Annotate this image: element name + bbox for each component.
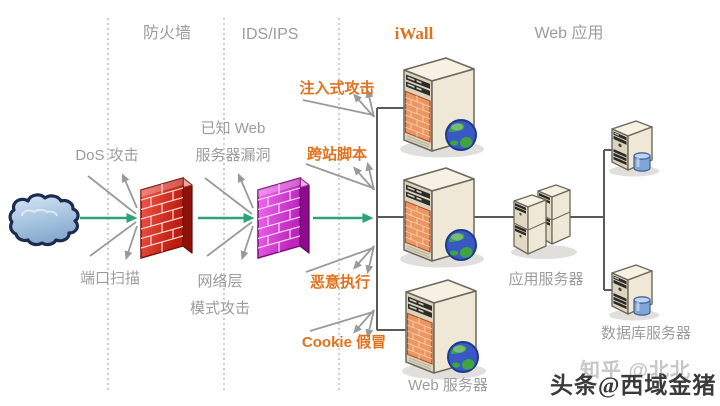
attack-arrows-firewall xyxy=(87,173,138,261)
blocked-attack-arrows xyxy=(87,88,375,339)
label-db-server: 数据库服务器 xyxy=(600,325,691,342)
app-server-icon xyxy=(510,184,578,260)
firewall-icon xyxy=(140,177,193,259)
attack-label-cookie-forgery: Cookie 假冒 xyxy=(301,334,387,351)
attack-label-port-scan: 端口扫描 xyxy=(79,270,140,287)
attack-label-malicious-exec: 恶意执行 xyxy=(309,274,370,291)
ids-ips-icon xyxy=(257,177,310,259)
label-web-server: Web 服务器 xyxy=(408,377,488,394)
zone-dividers xyxy=(107,18,340,392)
cloud-icon xyxy=(8,193,80,247)
web-server-icon-1 xyxy=(399,57,485,159)
attack-label-known-web-vuln-line2: 服务器漏洞 xyxy=(195,147,271,164)
database-server-icon-2 xyxy=(608,264,660,322)
web-server-icon-2 xyxy=(399,167,485,269)
attack-label-known-web-vuln-line1: 已知 Web xyxy=(200,120,266,137)
watermark-toutiao: 头条@西域金猪侠 xyxy=(550,373,717,398)
attack-arrows-iwall xyxy=(302,88,375,339)
attack-label-injection: 注入式攻击 xyxy=(299,80,375,97)
database-server-icon-1 xyxy=(608,120,660,178)
web-server-icon-3 xyxy=(401,279,487,381)
zone-header-firewall: 防火墙 xyxy=(142,25,191,42)
attack-label-dos: DoS 攻击 xyxy=(75,147,139,164)
attack-label-network-layer: 网络层 模式攻击 xyxy=(165,268,275,322)
label-app-server: 应用服务器 xyxy=(508,271,584,288)
attack-label-network-layer-line1: 网络层 xyxy=(197,273,243,290)
attack-label-network-layer-line2: 模式攻击 xyxy=(189,300,250,317)
attack-label-xss: 跨站脚本 xyxy=(306,146,367,163)
zone-header-iwall: iWall xyxy=(394,24,434,43)
attack-arrows-ids xyxy=(204,173,254,261)
zone-header-web-app: Web 应用 xyxy=(534,25,604,42)
zone-header-ids-ips: IDS/IPS xyxy=(241,26,299,43)
watermark-zhihu: 知乎 @北北 xyxy=(580,360,692,382)
attack-label-known-web-vuln: 已知 Web 服务器漏洞 xyxy=(173,115,293,169)
